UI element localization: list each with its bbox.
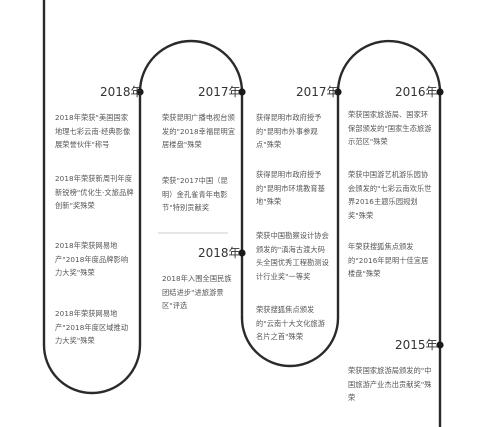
year-label-col4-bottom: 2015年 <box>395 338 438 352</box>
dot-2015-col4 <box>436 341 444 349</box>
award-item: 荣获搜狐焦点颁发的"云南十大文化旅游名片之首"殊荣 <box>256 305 325 341</box>
award-item: 荣获昆明广播电视台颁发的"2018幸福昆明宜居楼盘"殊荣 <box>162 113 236 149</box>
timeline-line-col1 <box>42 0 142 395</box>
award-item: 荣获国家旅游局颁发的"中国旅游产业杰出贡献奖"殊荣 <box>348 366 432 402</box>
year-label-col4-top: 2016年 <box>395 85 438 99</box>
year-label-col1: 2018年 <box>100 85 143 99</box>
dot-2016-col4 <box>436 88 444 96</box>
year-label-col3: 2017年 <box>296 85 339 99</box>
award-item: 2018年荣获网易地产"2018年度区域推动力大奖"殊荣 <box>55 309 129 345</box>
timeline-line-col3 <box>240 90 340 368</box>
award-item: 2018年荣获"美国国家地理七彩云南·经典影像展荣誉伙伴"称号 <box>55 113 131 149</box>
award-item: 2018年入围全国民族团结进步"进旅游景区"评选 <box>162 274 232 310</box>
year-label-col2-bottom: 2018年 <box>198 246 241 260</box>
award-item: 2018年荣获新周刊年度新锐榜"优化生·文旅品牌创新"奖殊荣 <box>55 174 134 210</box>
award-item: 荣获国家旅游局、国家环保部颁发的"国家生态旅游示范区"殊荣 <box>348 110 432 146</box>
award-item: 获得昆明市政府授予的"昆明市外事参观点"殊荣 <box>256 113 322 149</box>
award-item: 荣获中国勘察设计协会颁发的"滇海古渡大码头全国优秀工程勘测设计行业奖"一等奖 <box>256 231 329 281</box>
award-item: 获得昆明市政府授予的"昆明市环境教育基地"殊荣 <box>256 170 325 206</box>
dot-2017-col2 <box>238 88 246 96</box>
dot-2018-col1 <box>136 88 144 96</box>
award-item: 2018年荣获网易地产"2018年度品牌影响力大奖"殊荣 <box>55 241 129 277</box>
award-item: 年荣获搜狐焦点颁发的"2016年昆明十佳宜居楼盘"殊荣 <box>348 242 429 278</box>
award-item: 荣获中国游艺机游乐园协会颁发的"七彩云南欢乐世界2016主题乐园规划奖"殊荣 <box>348 170 432 220</box>
timeline-line-col4 <box>336 39 442 427</box>
dot-2017-col3 <box>334 88 342 96</box>
year-label-col2-top: 2017年 <box>198 85 241 99</box>
award-item: 荣获"2017中国（昆明）金孔雀青年电影节"特别贡献奖 <box>162 176 228 212</box>
dot-2018-col2 <box>238 249 246 257</box>
timeline-line-col2 <box>138 39 244 320</box>
